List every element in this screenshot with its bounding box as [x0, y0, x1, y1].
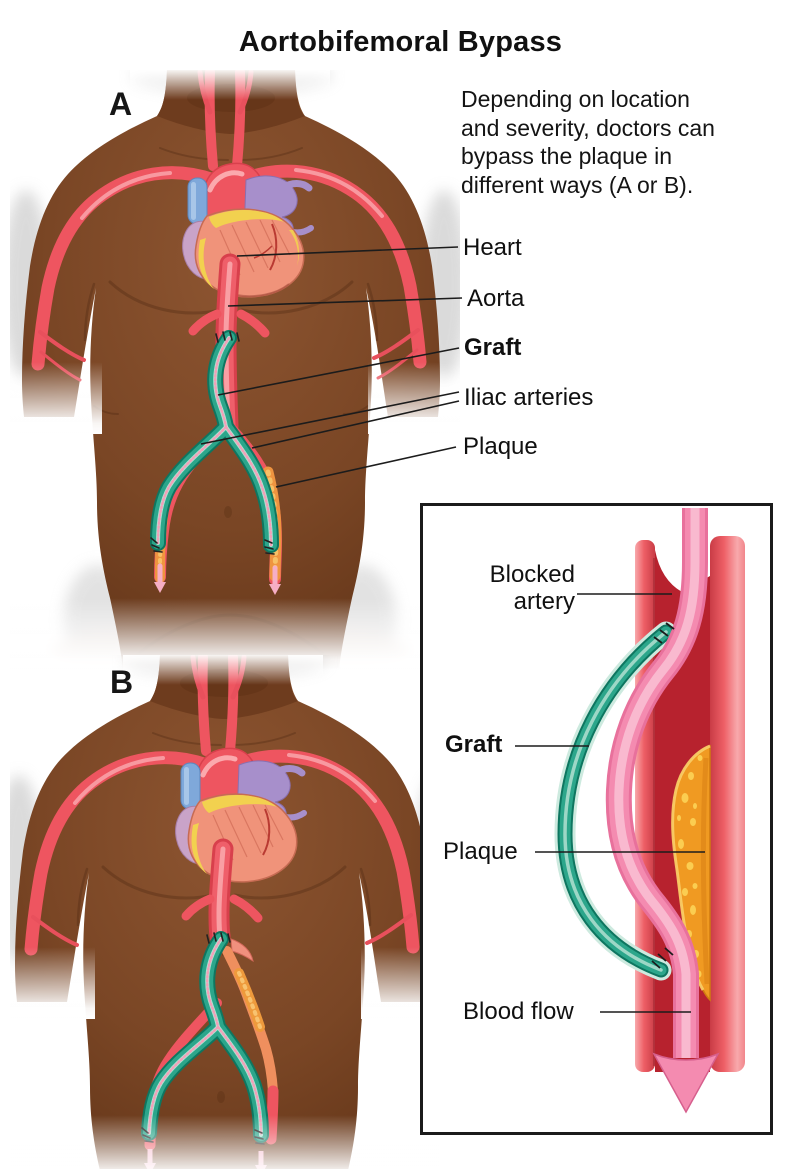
blocked-artery-label-line2: artery [513, 588, 575, 615]
arteries-b [24, 655, 420, 956]
vena-cava-a [187, 177, 208, 225]
blocked-artery-label-line1: Blocked [489, 561, 575, 588]
blood-flow-label: Blood flow [463, 998, 574, 1025]
aorta-label: Aorta [467, 285, 525, 312]
arch-highlight-a [207, 170, 245, 193]
bypass-closeup-inset [420, 503, 773, 1135]
intro-line-1: Depending on location [461, 86, 690, 112]
arm-fade-right-a [368, 362, 460, 434]
figure-a-label: A [109, 86, 133, 122]
arm-fade-left-a [10, 362, 102, 434]
blood-flow-arrowhead [652, 1052, 720, 1114]
bypass-graft-b [141, 931, 269, 1145]
inset-illustration [554, 508, 745, 1114]
figure-b-label: B [110, 664, 134, 700]
inset-graft-label: Graft [445, 731, 503, 758]
blocked-artery-label: Blocked artery [490, 561, 575, 615]
intro-line-4: different ways (A or B). [461, 171, 694, 198]
plaque-label: Plaque [463, 433, 538, 460]
vessel-wall-left [635, 540, 655, 1072]
inset-suture-stitches [651, 622, 675, 969]
graft-label: Graft [464, 334, 522, 361]
figure-b-illustration [10, 655, 440, 1169]
suture-stitches-a [150, 331, 275, 555]
heart-label: Heart [463, 234, 522, 261]
descending-aorta-b [181, 838, 263, 947]
neck-fade-a [130, 70, 330, 100]
blood-flow-tube [605, 508, 708, 1058]
page-title: Aortobifemoral Bypass [238, 26, 563, 58]
vessel-wall-right [710, 536, 745, 1072]
intro-line-2: and severity, doctors can [461, 114, 715, 141]
iliac-arteries-label: Iliac arteries [464, 384, 594, 411]
bypass-graft-inset [554, 621, 677, 981]
intro-line-3: bypass the plaque in [461, 143, 672, 169]
inset-plaque-label: Plaque [443, 838, 518, 865]
heart-fat-a [209, 209, 284, 228]
figure-a-illustration [10, 70, 460, 670]
intro-text: Depending on location and severity, doct… [461, 85, 796, 199]
